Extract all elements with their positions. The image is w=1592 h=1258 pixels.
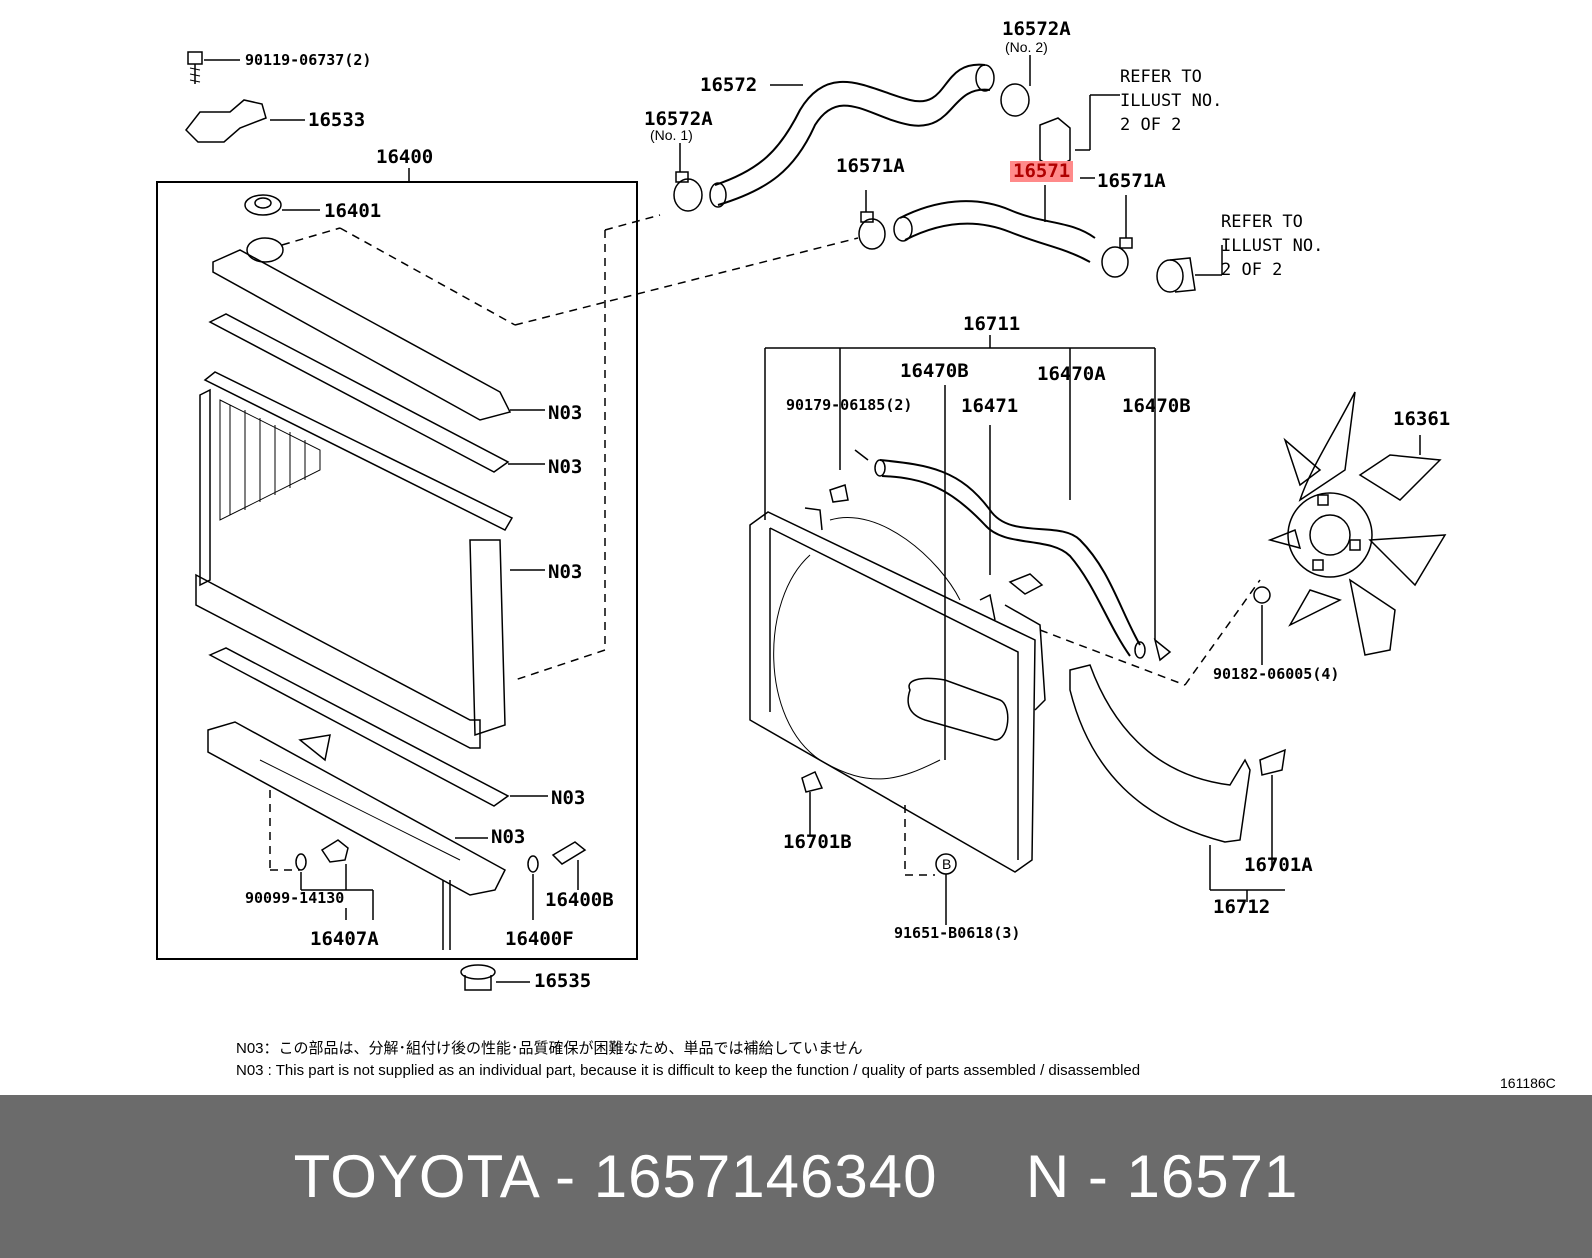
label-n03-3: N03 — [548, 561, 583, 583]
label-circle-b: B — [942, 856, 952, 872]
label-n03-2: N03 — [548, 456, 583, 478]
label-16470b-2: 16470B — [1122, 395, 1191, 417]
reservoir-hose-part — [829, 449, 1172, 662]
label-16572a-left: 16572A — [644, 108, 713, 130]
label-16400b: 16400B — [545, 889, 614, 911]
label-91651: 91651-B0618(3) — [894, 924, 1021, 942]
label-n03-5: N03 — [491, 826, 526, 848]
label-90099: 90099-14130 — [245, 889, 345, 907]
note-japanese: N03：この部品は、分解･組付け後の性能･品質確保が困難なため、単品では補給して… — [236, 1040, 863, 1057]
radiator-core-part — [195, 214, 661, 749]
upper-tank-part — [212, 227, 545, 421]
note-english: N03 : This part is not supplied as an in… — [236, 1062, 1141, 1079]
parts-diagram: 90119-06737(2) 16533 16400 16401 16572 1… — [156, 18, 1556, 1091]
upper-hose-part — [673, 55, 1120, 212]
label-16401: 16401 — [324, 200, 382, 222]
label-16712: 16712 — [1213, 896, 1271, 918]
label-refer-illust-1: REFER TO ILLUST NO. 2 OF 2 — [1120, 67, 1223, 135]
label-16701b: 16701B — [783, 831, 852, 853]
radiator-assembly-box — [156, 181, 638, 960]
bolt-part — [187, 51, 240, 84]
radiator-cap-part — [244, 194, 320, 216]
label-90179: 90179-06185(2) — [786, 396, 913, 414]
label-16470a: 16470A — [1037, 363, 1106, 385]
label-16471: 16471 — [961, 395, 1019, 417]
lower-hose-part — [514, 177, 1223, 326]
bracket-part — [185, 99, 305, 143]
label-16571a-left: 16571A — [836, 155, 905, 177]
label-n03-1: N03 — [548, 402, 583, 424]
label-16711: 16711 — [963, 313, 1021, 335]
label-16535: 16535 — [534, 970, 592, 992]
label-90182: 90182-06005(4) — [1213, 665, 1340, 683]
footer-banner: TOYOTA - 1657146340 N - 16571 — [0, 1095, 1592, 1258]
label-n03-4: N03 — [551, 787, 586, 809]
bolt-b-part — [904, 805, 957, 925]
label-16400: 16400 — [376, 146, 434, 168]
lower-shroud-part — [1069, 664, 1286, 902]
label-16571-highlighted: 16571 — [1010, 161, 1074, 182]
lower-tank-part — [207, 721, 506, 950]
upper-gasket-part — [208, 313, 545, 473]
label-16470b-1: 16470B — [900, 360, 969, 382]
drain-parts — [295, 839, 587, 920]
diagram-drawing — [156, 51, 1447, 991]
shroud-callout-lines — [764, 335, 1156, 760]
label-90119: 90119-06737(2) — [245, 51, 372, 69]
label-16407a: 16407A — [310, 928, 379, 950]
diagram-code: 161186C — [1500, 1075, 1556, 1091]
label-16361: 16361 — [1393, 408, 1451, 430]
label-16571a-right: 16571A — [1097, 170, 1166, 192]
grommet-part — [460, 964, 530, 991]
label-16701a: 16701A — [1244, 854, 1313, 876]
clip-part — [801, 770, 824, 835]
lower-gasket-part — [208, 647, 548, 807]
label-16572: 16572 — [700, 74, 758, 96]
label-16533: 16533 — [308, 109, 366, 131]
label-16400f: 16400F — [505, 928, 574, 950]
label-no1: (No. 1) — [650, 127, 693, 143]
footer-part-number: TOYOTA - 1657146340 N - 16571 — [293, 1143, 1299, 1210]
label-refer-illust-2: REFER TO ILLUST NO. 2 OF 2 — [1221, 212, 1324, 280]
label-16572a-top: 16572A — [1002, 18, 1071, 40]
cooling-fan-part — [1253, 391, 1447, 665]
label-no2: (No. 2) — [1005, 39, 1048, 55]
fan-shroud-part — [749, 507, 1261, 873]
